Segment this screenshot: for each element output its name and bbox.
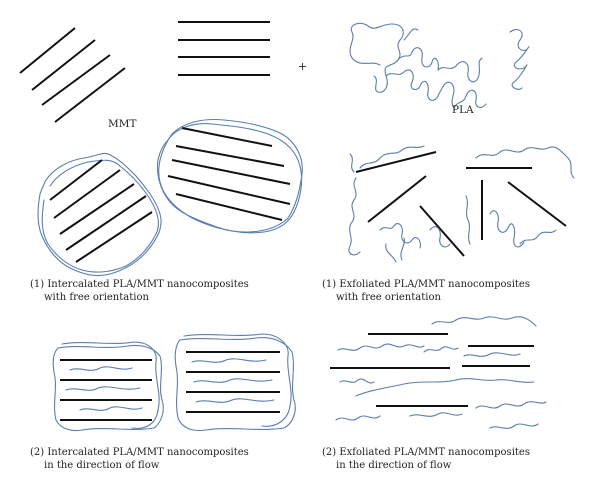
caption-intercalated-free-line2: with free orientation <box>44 292 149 303</box>
mmt-label: MMT <box>108 118 137 130</box>
intercalated-flow-stack-right <box>174 333 296 432</box>
plus-sign: + <box>298 60 307 73</box>
caption-exfoliated-flow: (2) Exfoliated PLA/MMT nanocomposites in… <box>322 446 530 472</box>
mmt-horizontal-platelets <box>178 21 270 76</box>
pla-polymer-chains <box>349 22 530 109</box>
caption-exfoliated-free-line1: (1) Exfoliated PLA/MMT nanocomposites <box>322 279 530 290</box>
caption-intercalated-flow: (2) Intercalated PLA/MMT nanocomposites … <box>30 446 249 472</box>
caption-intercalated-flow-line1: (2) Intercalated PLA/MMT nanocomposites <box>30 447 249 458</box>
caption-exfoliated-flow-line1: (2) Exfoliated PLA/MMT nanocomposites <box>322 447 530 458</box>
intercalated-flow-stack-left <box>52 341 164 432</box>
intercalated-free-stack-left <box>37 152 162 277</box>
caption-exfoliated-free: (1) Exfoliated PLA/MMT nanocomposites wi… <box>322 278 530 304</box>
caption-exfoliated-free-line2: with free orientation <box>336 292 441 303</box>
caption-intercalated-flow-line2: in the direction of flow <box>44 460 160 471</box>
exfoliated-flow-dispersion <box>330 316 547 429</box>
mmt-diagonal-platelets <box>19 27 126 123</box>
intercalated-free-stack-right <box>156 118 303 234</box>
caption-exfoliated-flow-line2: in the direction of flow <box>336 460 452 471</box>
pla-label: PLA <box>452 104 474 116</box>
exfoliated-free-dispersion <box>348 145 575 263</box>
caption-intercalated-free: (1) Intercalated PLA/MMT nanocomposites … <box>30 278 249 304</box>
caption-intercalated-free-line1: (1) Intercalated PLA/MMT nanocomposites <box>30 279 249 290</box>
